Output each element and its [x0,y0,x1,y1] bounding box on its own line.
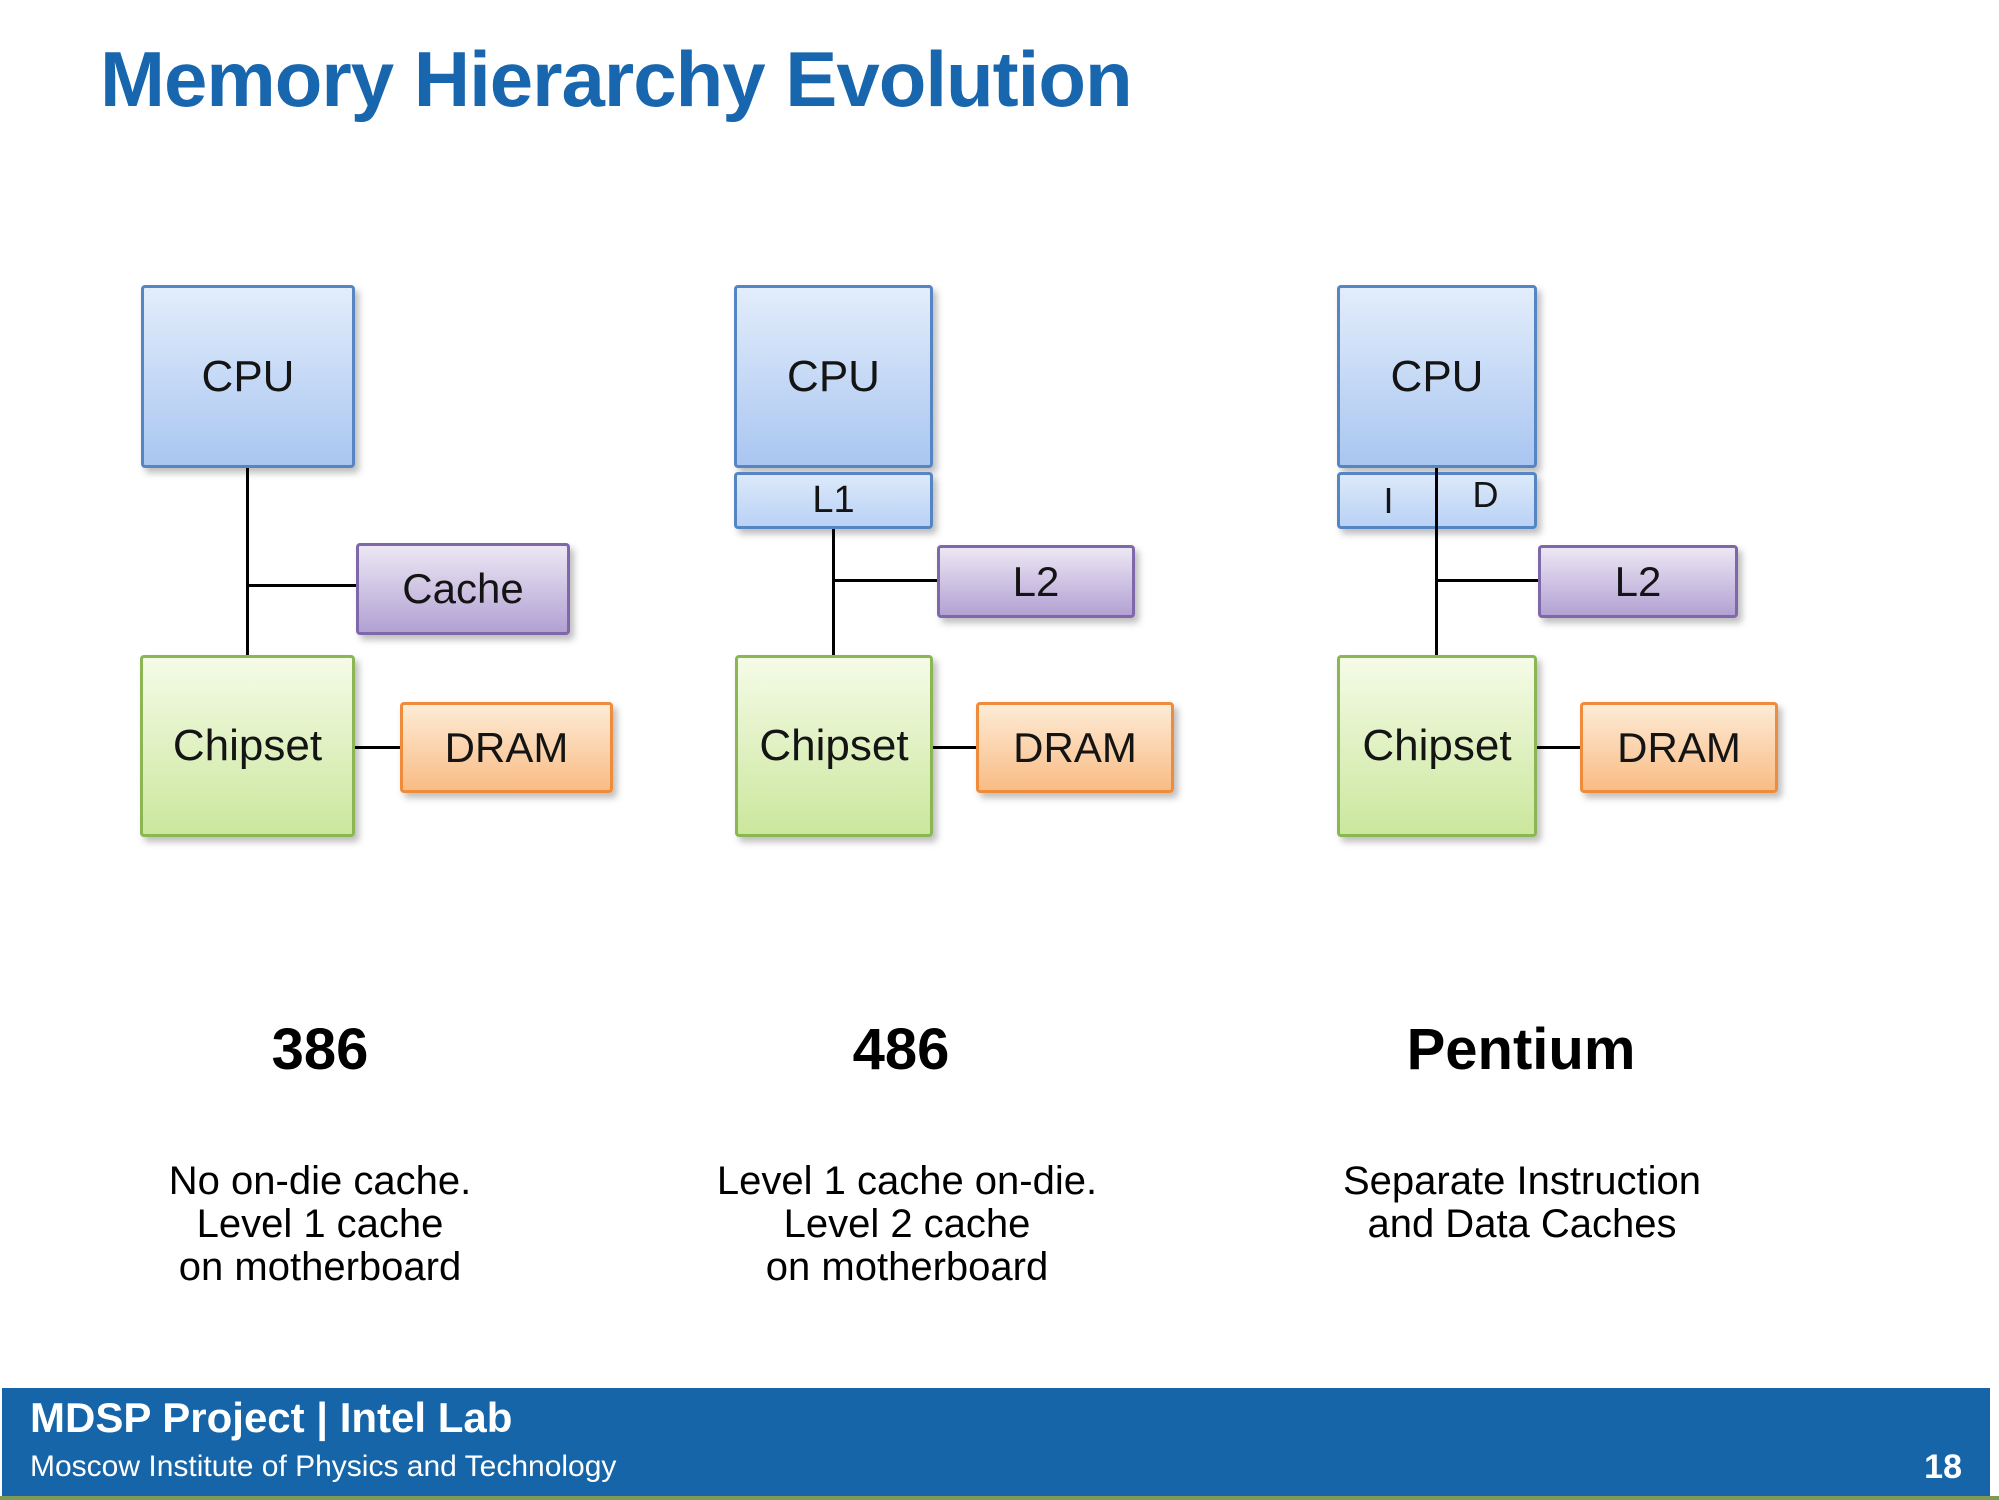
chipset-label: Chipset [759,721,909,770]
cpu-chipset-connector [246,468,249,655]
dram-box: DRAM [400,702,613,793]
description-line: Level 2 cache [783,1202,1031,1247]
diagram-heading-386: 386 [271,1017,369,1082]
dram-label: DRAM [444,723,569,771]
cache-box: Cache [356,543,570,635]
dram-label: DRAM [1617,723,1741,771]
description-line: and Data Caches [1367,1202,1677,1247]
l2-label: L2 [1012,557,1060,605]
cpu-box: CPU [734,285,933,468]
diagram-description-486: Level 1 cache on-die. Level 2 cache on m… [657,1159,1157,1290]
cpu-box: CPU [1337,285,1537,468]
l2-cache-box: L2 [937,545,1135,618]
footer-institute: Moscow Institute of Physics and Technolo… [30,1450,617,1483]
chipset-label: Chipset [172,721,323,770]
l1-cache-strip: L1 [734,472,933,529]
l1-label: L1 [812,479,855,521]
diagram-description-386: No on-die cache. Level 1 cache on mother… [90,1159,550,1290]
cpu-label: CPU [1390,351,1484,401]
l2-cache-box: L2 [1538,545,1738,618]
dram-label: DRAM [1013,723,1137,771]
footer-accent-strip [0,1496,1999,1500]
cpu-box: CPU [141,285,355,468]
chipset-box: Chipset [1337,655,1537,837]
description-line: No on-die cache. [168,1159,472,1203]
description-line: on motherboard [178,1245,462,1290]
diagram-description-pentium: Separate Instruction and Data Caches [1262,1159,1782,1247]
description-line: Level 1 cache on-die. [716,1159,1098,1203]
slide-page-number: 18 [1924,1448,1962,1486]
dram-box: DRAM [1580,702,1778,793]
chipset-label: Chipset [1362,721,1512,770]
bus-cache-branch [246,584,356,587]
dram-box: DRAM [976,702,1174,793]
cpu-chipset-connector [832,529,835,655]
slide-title: Memory Hierarchy Evolution [100,35,1133,123]
diagram-heading-486: 486 [852,1017,950,1082]
description-line: Separate Instruction [1343,1159,1701,1203]
footer-project-title: MDSP Project | Intel Lab [30,1394,513,1441]
bus-l2-branch [832,579,937,582]
diagram-heading-pentium: Pentium [1406,1017,1636,1082]
description-line: on motherboard [765,1245,1049,1290]
chipset-box: Chipset [735,655,933,837]
chipset-dram-connector [355,746,400,749]
bus-l2-branch [1435,579,1538,582]
footer-bar: MDSP Project | Intel Lab Moscow Institut… [2,1388,1990,1496]
cpu-chipset-connector [1435,468,1438,655]
chipset-dram-connector [1537,746,1580,749]
data-cache-label: D [1472,473,1499,515]
description-line: Level 1 cache [196,1202,444,1247]
cache-label: Cache [402,565,524,612]
l2-label: L2 [1614,557,1662,605]
chipset-dram-connector [933,746,976,749]
instruction-cache-label: I [1383,479,1394,521]
cpu-label: CPU [787,351,880,401]
chipset-box: Chipset [140,655,355,837]
cpu-label: CPU [201,351,295,401]
